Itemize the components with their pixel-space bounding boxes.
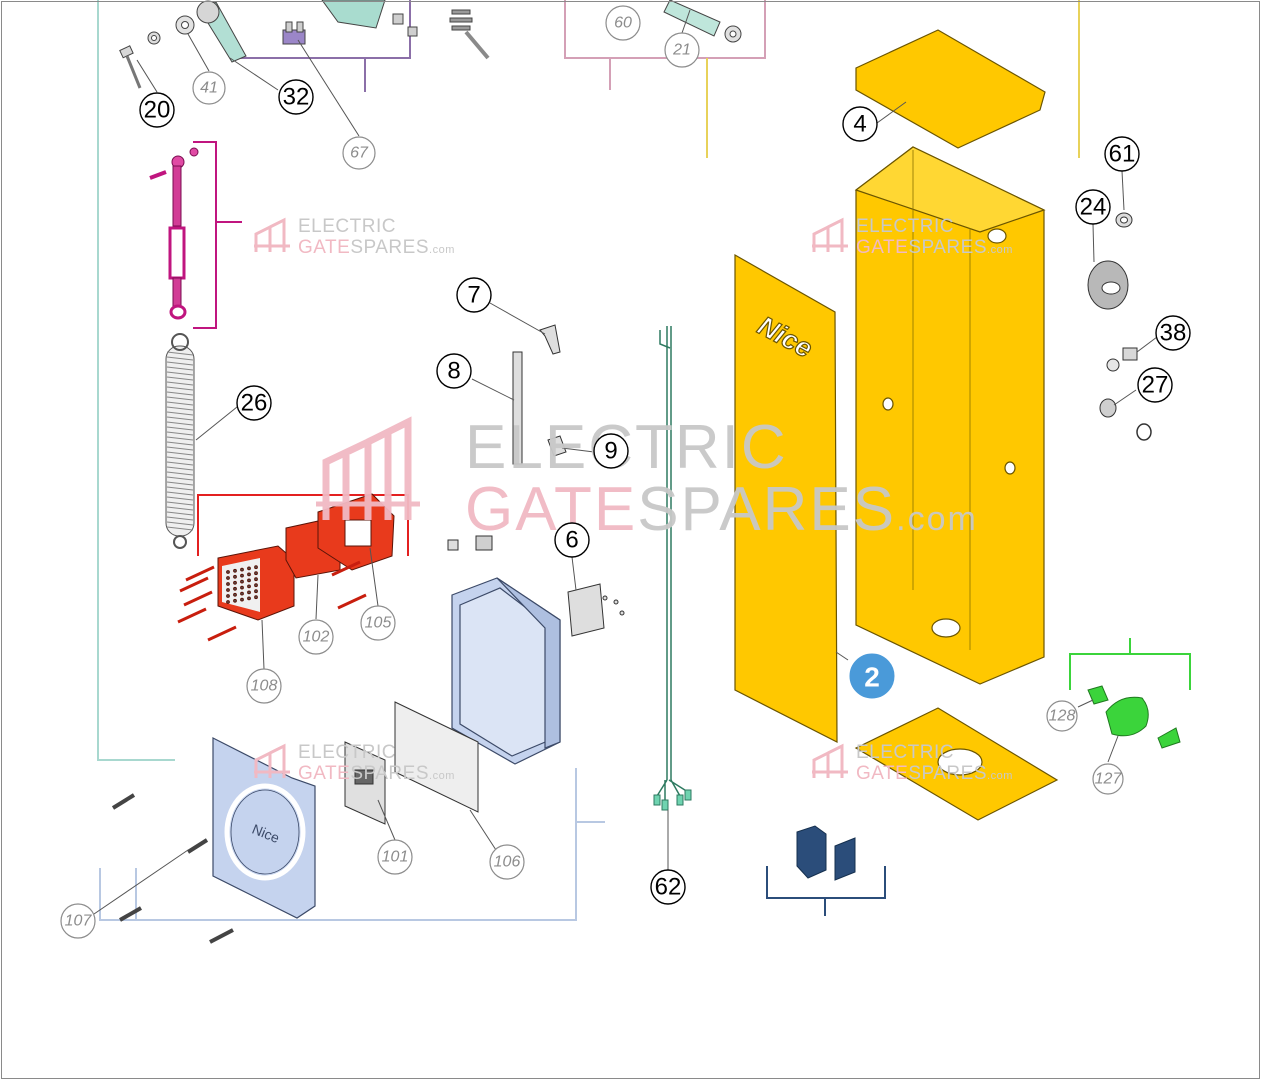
callout-67: 67 [342,136,376,170]
right-small-parts [1087,212,1152,441]
callout-128: 128 [1046,700,1078,732]
watermark-small-4: ELECTRIC GATESPARES.com [812,742,1013,784]
svg-text:41: 41 [200,80,218,97]
svg-text:102: 102 [303,629,330,646]
callout-8: 8 [436,353,472,389]
callouts: 20 41 32 67 60 21 4 61 24 38 27 7 8 9 26… [60,5,1191,939]
badge-2: 2 [846,650,898,702]
callout-20: 20 [139,92,175,128]
control-box [451,577,561,765]
callout-4: 4 [842,106,878,142]
watermark-large-line2: GATESPARES.com [465,475,978,544]
svg-text:60: 60 [614,15,632,32]
svg-text:67: 67 [350,145,369,162]
callout-6: 6 [554,522,590,558]
svg-text:GATESPARES.com: GATESPARES.com [856,763,1013,784]
svg-text:61: 61 [1109,141,1136,168]
bracket-red [197,494,409,556]
svg-text:32: 32 [283,84,310,111]
svg-text:ELECTRIC: ELECTRIC [856,216,954,237]
grouping-lines [97,0,1191,921]
bracket-blue [135,768,577,921]
svg-text:7: 7 [467,282,480,309]
svg-text:101: 101 [382,849,409,866]
svg-text:4: 4 [853,111,866,138]
svg-text:106: 106 [494,854,521,871]
callout-24: 24 [1075,189,1111,225]
svg-text:24: 24 [1080,194,1107,221]
svg-text:20: 20 [144,97,171,124]
top-left-mechanism [119,0,742,89]
svg-text:ELECTRIC: ELECTRIC [298,742,396,763]
watermark-small-2: ELECTRIC GATESPARES.com [812,216,1013,258]
svg-text:128: 128 [1049,708,1076,725]
green-cap [1087,685,1181,749]
watermark-small-3: ELECTRIC GATESPARES.com [254,742,455,784]
callout-60: 60 [605,5,641,41]
screws-107 [111,793,234,944]
callout-7: 7 [456,277,492,313]
leader-lines [93,9,1158,915]
wiring-harness-62 [653,326,692,811]
circuit-boards [344,701,479,825]
callout-9: 9 [593,433,629,469]
bracket-navy [766,866,886,899]
callout-127: 127 [1092,763,1124,795]
callout-105: 105 [360,605,396,641]
bracket-left-teal [97,0,175,761]
svg-text:ELECTRIC: ELECTRIC [856,742,954,763]
svg-text:9: 9 [604,438,617,465]
callout-102: 102 [298,619,334,655]
svg-text:26: 26 [241,390,268,417]
callout-62: 62 [650,869,686,905]
magenta-tensioner [149,147,199,320]
navy-clips [796,825,856,881]
callout-38: 38 [1155,315,1191,351]
bracket-top-purple [238,0,411,59]
svg-text:38: 38 [1160,320,1187,347]
callout-101: 101 [377,839,413,875]
svg-text:6: 6 [565,527,578,554]
badge-2-label: 2 [864,662,880,693]
bracket-green [1069,653,1191,690]
svg-text:62: 62 [655,874,682,901]
svg-text:8: 8 [447,358,460,385]
callout-107: 107 [60,903,96,939]
callout-61: 61 [1104,136,1140,172]
svg-text:27: 27 [1142,372,1169,399]
callout-21: 21 [664,32,700,68]
callout-27: 27 [1137,367,1173,403]
svg-text:GATESPARES.com: GATESPARES.com [856,237,1013,258]
svg-text:GATESPARES.com: GATESPARES.com [298,763,455,784]
callout-108: 108 [246,668,282,704]
spring-26 [165,333,195,549]
bracket-top-pink [564,0,766,59]
front-cover-107: Nice [212,737,316,919]
yellow-cabinet: Nice [734,29,1059,821]
svg-text:107: 107 [65,913,93,930]
svg-text:ELECTRIC: ELECTRIC [298,216,396,237]
svg-text:127: 127 [1095,771,1123,788]
callout-41: 41 [192,71,226,105]
watermark-small-1: ELECTRIC GATESPARES.com [254,216,455,258]
svg-text:21: 21 [672,42,691,59]
callout-106: 106 [489,844,525,880]
small-metal-parts [447,324,625,637]
callout-26: 26 [236,385,272,421]
red-parts-group [177,493,395,642]
svg-text:GATESPARES.com: GATESPARES.com [298,237,455,258]
svg-text:108: 108 [251,678,278,695]
callout-32: 32 [278,79,314,115]
bracket-magenta [193,141,217,329]
svg-text:105: 105 [365,615,392,632]
